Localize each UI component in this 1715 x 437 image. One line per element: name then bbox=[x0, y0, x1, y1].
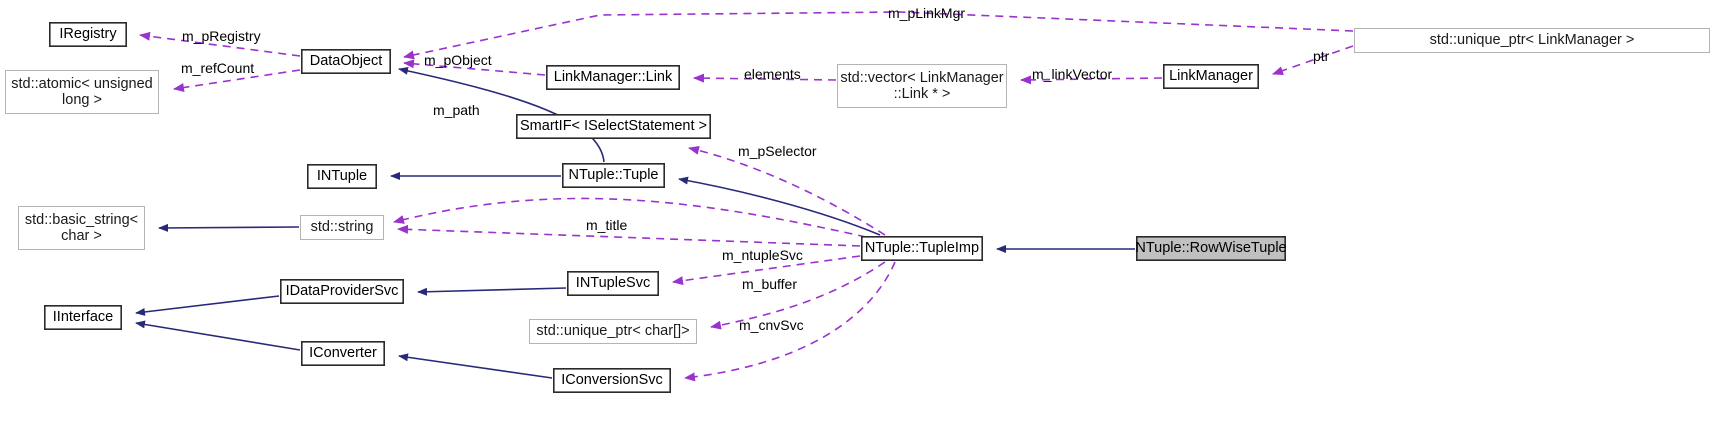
edge-label-m-pregistry: m_pRegistry bbox=[182, 28, 261, 44]
edge-ntupletuple-dataobject bbox=[398, 66, 605, 163]
edge-label-m-pobject: m_pObject bbox=[424, 52, 492, 68]
node-iinterface[interactable]: IInterface bbox=[44, 305, 122, 330]
node-dataobject[interactable]: DataObject bbox=[301, 49, 391, 74]
edge-label-m-cnvsvc: m_cnvSvc bbox=[739, 317, 804, 333]
edge-stdstring-basicstring bbox=[158, 223, 300, 232]
edge-label-m-refcount: m_refCount bbox=[181, 60, 255, 76]
edge-linkmanager-vectorlink bbox=[1020, 75, 1163, 85]
node-iconversionsvc[interactable]: IConversionSvc bbox=[553, 368, 671, 393]
edge-ntupletupleimp-intuplesvc bbox=[672, 255, 861, 286]
edge-label-elements: elements bbox=[744, 66, 801, 82]
edge-uniqueptrlm-linkmanager bbox=[1272, 45, 1354, 75]
node-idataprovidersvc[interactable]: IDataProviderSvc bbox=[280, 279, 404, 304]
edge-label-m-buffer: m_buffer bbox=[742, 276, 797, 292]
edge-intuplesvc-idataprovidersvc bbox=[417, 287, 567, 296]
node-std-atomic-unsigned-long[interactable]: std::atomic< unsigned long > bbox=[5, 70, 159, 114]
edge-dataobject-atomic bbox=[173, 69, 301, 92]
node-smartif-iselectstatement[interactable]: SmartIF< ISelectStatement > bbox=[516, 114, 711, 139]
edge-ntupletupleimp-m_path bbox=[393, 197, 867, 238]
node-ntuple-tupleimp[interactable]: NTuple::TupleImp bbox=[861, 236, 983, 261]
edge-iconverter-iinterface bbox=[135, 320, 301, 351]
edge-ntupletupleimp-smartif bbox=[688, 145, 886, 236]
node-std-vector-linkmanager-link-ptr[interactable]: std::vector< LinkManager ::Link * > bbox=[837, 64, 1007, 108]
edge-label-m-pselector: m_pSelector bbox=[738, 143, 817, 159]
edge-vectorlink-linkmanagerlink bbox=[693, 73, 837, 83]
node-linkmanager-link[interactable]: LinkManager::Link bbox=[546, 65, 680, 90]
edge-label-ptr: ptr bbox=[1313, 48, 1330, 64]
node-std-unique-ptr-char-array[interactable]: std::unique_ptr< char[]> bbox=[529, 319, 697, 344]
edge-ntupletupleimp-m_title bbox=[397, 224, 861, 247]
edge-ntupletupleimp-uniqueptrchar bbox=[710, 261, 886, 330]
edge-ntupletupleimp-ntupletuple bbox=[678, 176, 881, 236]
edge-label-m-ntuplesvc: m_ntupleSvc bbox=[722, 247, 803, 263]
node-intuplesvc[interactable]: INTupleSvc bbox=[567, 271, 659, 296]
edge-label-m-path: m_path bbox=[433, 102, 480, 118]
node-iconverter[interactable]: IConverter bbox=[301, 341, 385, 366]
edge-iconversionsvc-iconverter bbox=[398, 353, 553, 379]
node-ntuple-tuple[interactable]: NTuple::Tuple bbox=[562, 163, 665, 188]
edge-label-m-title: m_title bbox=[586, 217, 628, 233]
node-std-basic-string-char[interactable]: std::basic_string< char > bbox=[18, 206, 145, 250]
edge-label-m-plinkmgr: m_pLinkMgr bbox=[888, 5, 966, 21]
edge-ntupletupleimp-iconversionsvc bbox=[684, 261, 896, 382]
edge-uniqueptrlm-dataobject bbox=[403, 11, 1354, 60]
node-std-string[interactable]: std::string bbox=[300, 215, 384, 240]
node-intuple[interactable]: INTuple bbox=[307, 164, 377, 189]
node-std-unique-ptr-linkmanager[interactable]: std::unique_ptr< LinkManager > bbox=[1354, 28, 1710, 53]
node-iregistry[interactable]: IRegistry bbox=[49, 22, 127, 47]
node-ntuple-rowwisetuple[interactable]: NTuple::RowWiseTuple bbox=[1135, 236, 1287, 261]
edge-linkmanagerlink-dataobject bbox=[403, 59, 546, 76]
node-linkmanager[interactable]: LinkManager bbox=[1163, 64, 1259, 89]
edge-label-m-linkvector: m_linkVector bbox=[1032, 66, 1113, 82]
edge-idataprovidersvc-iinterface bbox=[135, 295, 280, 316]
